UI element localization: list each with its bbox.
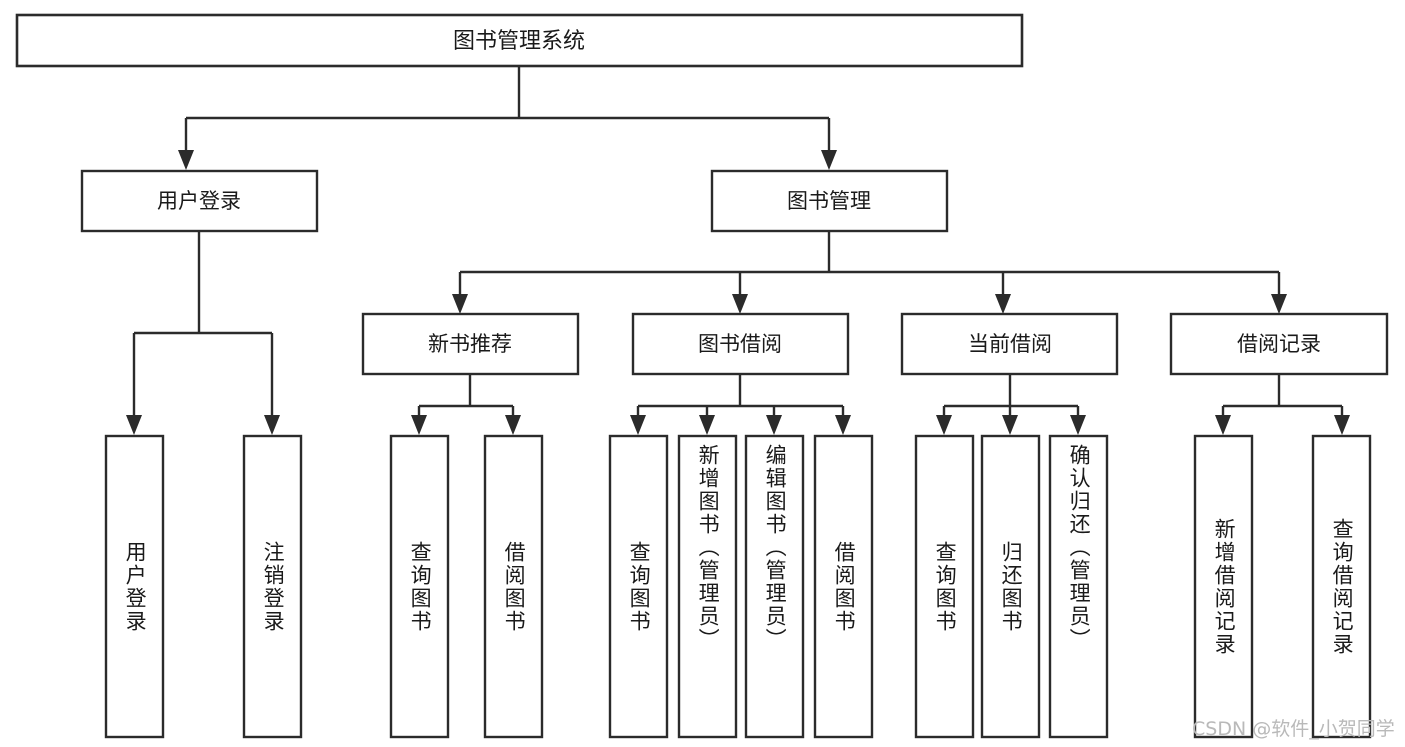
leaf-box-current-borrow-3[interactable] — [1048, 434, 1109, 739]
arrow-head-leaf-book-borrow-4 — [835, 415, 851, 435]
arrow-head-leaf-current-borrow-2 — [1002, 415, 1018, 435]
connectors-new-book-rec — [411, 375, 521, 435]
leaf-box-book-borrow-4[interactable] — [813, 434, 874, 739]
watermark-text: CSDN @软件_小贺同学 — [1192, 718, 1395, 740]
node-book-manage[interactable]: 图书管理 — [710, 169, 949, 233]
connectors-root — [178, 66, 837, 170]
arrow-head-leaf-borrow-record-2 — [1334, 415, 1350, 435]
leaf-box-borrow-record-1[interactable] — [1193, 434, 1254, 739]
leaf-box-user-login-1[interactable] — [104, 434, 165, 739]
arrow-head-book-borrow — [732, 294, 748, 314]
leaf-box-new-book-rec-1[interactable] — [389, 434, 450, 739]
connectors-borrow-record — [1215, 375, 1350, 435]
connectors-current-borrow — [936, 375, 1086, 435]
leaf-group-book-borrow — [608, 434, 874, 739]
leaf-box-current-borrow-1[interactable] — [914, 434, 975, 739]
arrow-head-leaf-current-borrow-3 — [1070, 415, 1086, 435]
node-current-borrow[interactable]: 当前借阅 — [900, 312, 1119, 376]
node-book-manage-label: 图书管理 — [787, 189, 871, 213]
arrow-head-new-book-rec — [452, 294, 468, 314]
leaf-box-book-borrow-2[interactable] — [677, 434, 738, 739]
leaf-box-current-borrow-2[interactable] — [980, 434, 1041, 739]
node-user-login-box[interactable] — [80, 169, 319, 233]
node-new-book-rec-label: 新书推荐 — [428, 332, 512, 356]
leaf-group-user-login — [104, 434, 303, 739]
node-new-book-rec[interactable]: 新书推荐 — [361, 312, 580, 376]
leaf-group-borrow-record — [1193, 434, 1372, 739]
arrow-head-leaf-book-borrow-3 — [766, 415, 782, 435]
node-root-label: 图书管理系统 — [453, 29, 585, 54]
node-book-borrow-label: 图书借阅 — [698, 332, 782, 356]
node-current-borrow-box[interactable] — [900, 312, 1119, 376]
arrow-head-leaf-current-borrow-1 — [936, 415, 952, 435]
arrow-head-leaf-borrow-record-1 — [1215, 415, 1231, 435]
leaf-box-book-borrow-1[interactable] — [608, 434, 669, 739]
node-borrow-record-label: 借阅记录 — [1237, 332, 1321, 356]
node-root[interactable]: 图书管理系统 — [15, 13, 1024, 68]
node-book-manage-box[interactable] — [710, 169, 949, 233]
node-user-login-label: 用户登录 — [157, 189, 241, 213]
node-book-borrow-box[interactable] — [631, 312, 850, 376]
arrow-head-leaf-book-borrow-2 — [699, 415, 715, 435]
arrow-head-leaf-new-book-rec-2 — [505, 415, 521, 435]
node-borrow-record[interactable]: 借阅记录 — [1169, 312, 1389, 376]
arrow-head-leaf-user-login-2 — [264, 415, 280, 435]
node-borrow-record-box[interactable] — [1169, 312, 1389, 376]
node-current-borrow-label: 当前借阅 — [968, 332, 1052, 356]
connectors-book-manage — [452, 232, 1287, 314]
connectors-user-login — [126, 232, 280, 435]
node-new-book-rec-box[interactable] — [361, 312, 580, 376]
leaf-group-current-borrow — [914, 434, 1109, 739]
leaf-group-new-book-rec — [389, 434, 544, 739]
arrow-head-current-borrow — [995, 294, 1011, 314]
connectors-book-borrow — [630, 375, 851, 435]
leaf-box-new-book-rec-2[interactable] — [483, 434, 544, 739]
arrow-head-leaf-book-borrow-1 — [630, 415, 646, 435]
node-root-box[interactable] — [15, 13, 1024, 68]
node-user-login[interactable]: 用户登录 — [80, 169, 319, 233]
arrow-head-leaf-new-book-rec-1 — [411, 415, 427, 435]
arrow-head-leaf-user-login-1 — [126, 415, 142, 435]
leaf-box-book-borrow-3[interactable] — [744, 434, 805, 739]
leaf-box-borrow-record-2[interactable] — [1311, 434, 1372, 739]
arrow-head-book-manage — [821, 150, 837, 170]
arrow-head-user-login — [178, 150, 194, 170]
leaf-box-user-login-2[interactable] — [242, 434, 303, 739]
arrow-head-borrow-record — [1271, 294, 1287, 314]
node-book-borrow[interactable]: 图书借阅 — [631, 312, 850, 376]
